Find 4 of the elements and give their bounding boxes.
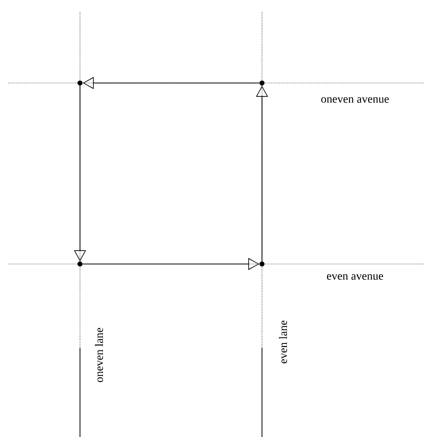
street-name: even avenue [326,274,384,280]
street-name: oneven lane [94,328,104,382]
street-name: even lane [278,320,288,364]
street-name: oneven avenue [321,97,389,103]
